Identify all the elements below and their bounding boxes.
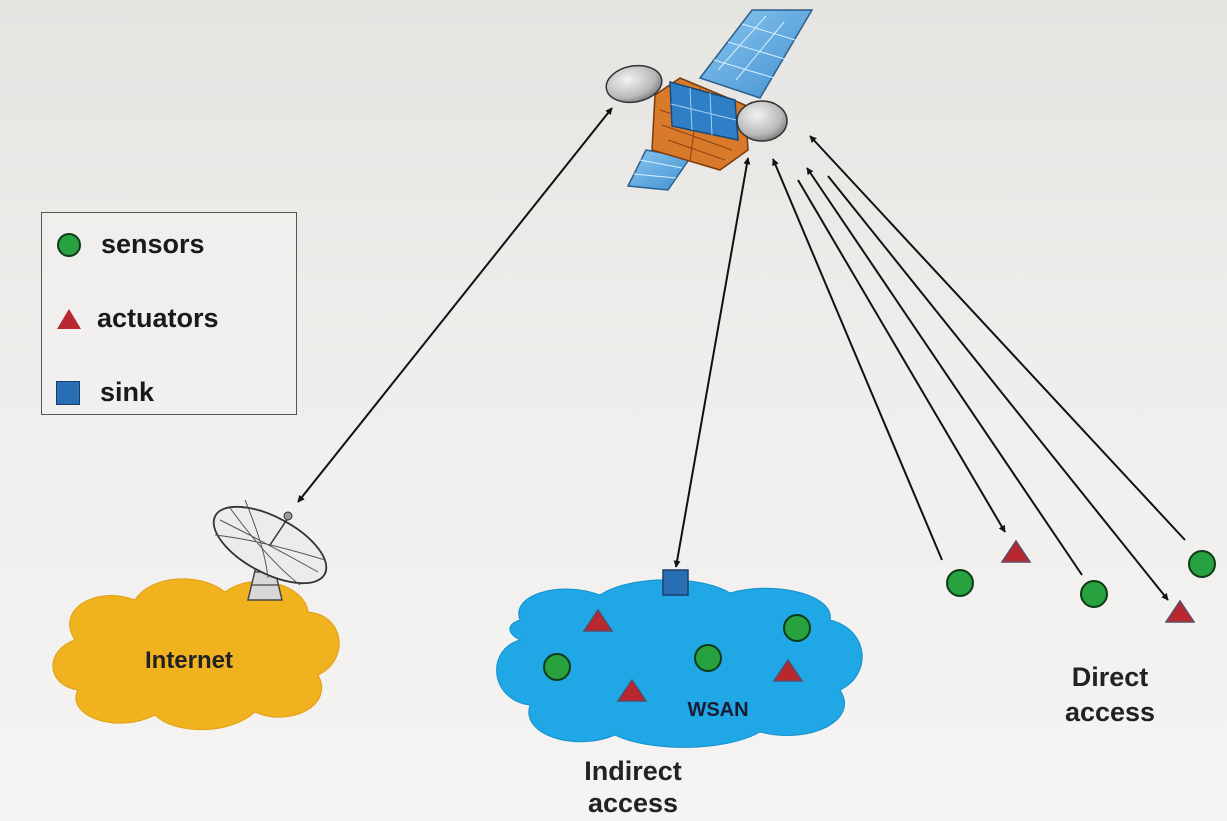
legend-item-sensors: sensors bbox=[57, 229, 205, 260]
link-satellite-ground-station bbox=[297, 107, 613, 503]
link-actuator-direct-2 bbox=[827, 175, 1169, 601]
sensor-symbol-icon bbox=[57, 232, 81, 257]
legend-label-actuators: actuators bbox=[97, 303, 219, 333]
sensor-node bbox=[1188, 550, 1216, 578]
direct-access-label-line1: Direct bbox=[1071, 662, 1149, 692]
direct-sensors bbox=[946, 550, 1216, 608]
legend-item-actuators: actuators bbox=[57, 303, 219, 334]
actuator-symbol-icon bbox=[57, 308, 81, 329]
direct-actuators bbox=[1000, 539, 1196, 623]
legend-label-sink: sink bbox=[100, 377, 155, 407]
sensor-node bbox=[946, 569, 974, 597]
wsan-label: WSAN bbox=[687, 699, 749, 721]
sink-node bbox=[662, 569, 689, 596]
link-sensor-direct-1 bbox=[772, 158, 943, 561]
sensor-node bbox=[783, 614, 811, 642]
actuator-node bbox=[772, 658, 804, 682]
wsan-sensors bbox=[543, 614, 811, 681]
wsan-actuators bbox=[582, 608, 804, 702]
sensor-node bbox=[694, 644, 722, 672]
legend-label-sensors: sensors bbox=[101, 229, 205, 259]
direct-access-label-line2: access bbox=[1064, 697, 1156, 727]
indirect-access-label-line1: Indirect bbox=[584, 756, 682, 786]
link-actuator-direct-1 bbox=[797, 179, 1006, 533]
link-sensor-direct-3 bbox=[809, 135, 1186, 541]
indirect-access-label-line2: access bbox=[587, 788, 679, 818]
sensor-node bbox=[543, 653, 571, 681]
internet-label: Internet bbox=[144, 647, 233, 674]
actuator-node bbox=[582, 608, 614, 632]
communication-links bbox=[297, 107, 1186, 601]
link-sensor-direct-2 bbox=[806, 167, 1083, 576]
internet-cloud bbox=[52, 578, 340, 731]
satellite-icon bbox=[605, 9, 814, 191]
ground-station-dish-icon bbox=[212, 499, 328, 601]
actuator-node bbox=[1000, 539, 1032, 563]
sink-symbol-icon bbox=[56, 380, 80, 405]
link-satellite-sink bbox=[673, 157, 751, 568]
sensor-node bbox=[1080, 580, 1108, 608]
actuator-node bbox=[616, 678, 648, 702]
legend: sensors actuators sink bbox=[41, 212, 297, 415]
legend-item-sink: sink bbox=[56, 377, 154, 408]
actuator-node bbox=[1164, 599, 1196, 623]
wsan-cloud bbox=[496, 579, 863, 748]
